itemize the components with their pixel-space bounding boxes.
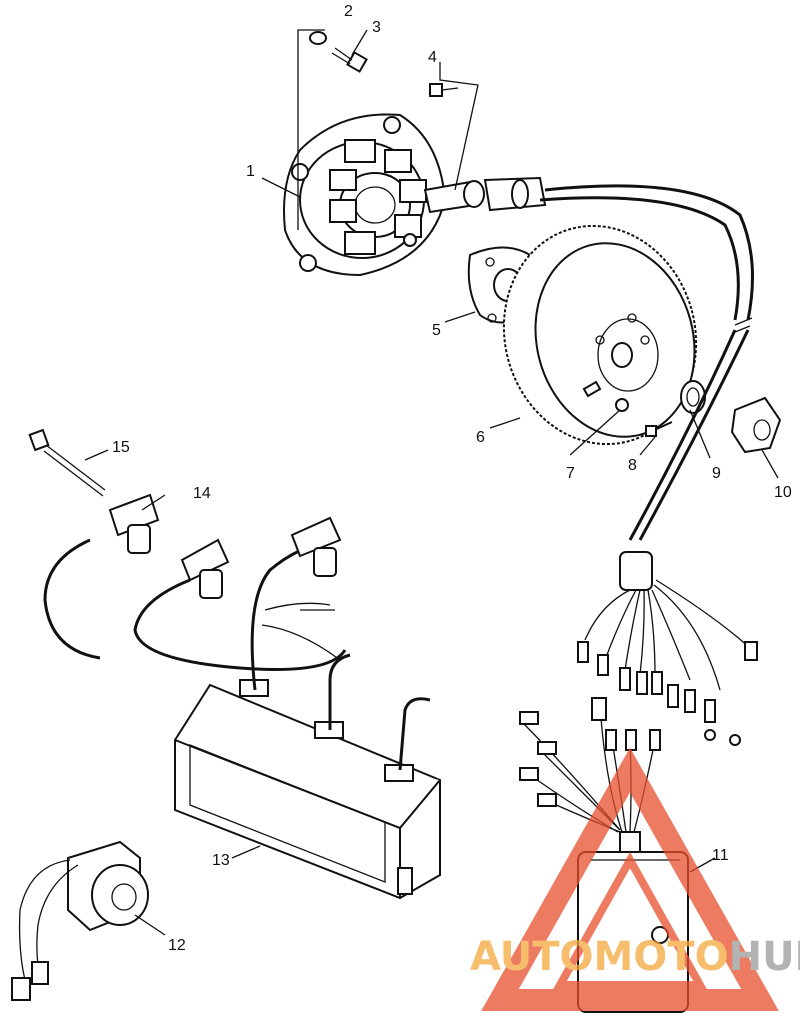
- callout-3: 3: [372, 19, 381, 36]
- flywheel-key: [615, 398, 629, 412]
- connector-bundle: [577, 579, 758, 746]
- watermark-text-auto: AUTOMOTOHUB: [470, 934, 800, 980]
- plug-cap-2: [180, 538, 230, 599]
- cap-screw: [28, 428, 106, 497]
- leader-lines: [84, 29, 779, 936]
- flywheel-bolt: [645, 421, 673, 437]
- flywheel-nut: [730, 396, 782, 454]
- callout-5: 5: [432, 322, 441, 339]
- callout-15: 15: [112, 439, 130, 456]
- starter-solenoid: [11, 840, 149, 1001]
- callout-11: 11: [712, 847, 729, 864]
- callout-14: 14: [193, 485, 211, 502]
- callout-2: 2: [344, 3, 353, 20]
- callout-4: 4: [428, 49, 437, 66]
- screw-4: [429, 83, 459, 97]
- washer: [680, 380, 706, 414]
- callout-13: 13: [212, 852, 230, 869]
- watermark-automoto: AUTOMOTO: [470, 934, 729, 980]
- callout-1: 1: [246, 163, 255, 180]
- callout-7: 7: [566, 465, 575, 482]
- harness-grommet: [619, 551, 653, 591]
- watermark-inner-triangle: [553, 851, 707, 989]
- callout-12: 12: [168, 937, 186, 954]
- harness-break: [734, 317, 753, 333]
- flywheel: [502, 224, 698, 446]
- callout-9: 9: [712, 465, 721, 482]
- callout-10: 10: [774, 484, 792, 501]
- pickup-sleeve: [423, 176, 547, 214]
- plug-cap-3: [290, 516, 342, 577]
- callout-8: 8: [628, 457, 637, 474]
- stator-wire-harness: [539, 184, 754, 321]
- screw-3: [331, 47, 368, 73]
- watermark-hub: HUB: [729, 934, 800, 980]
- washer-2: [309, 31, 327, 45]
- watermark-logo: AUTOMOTOHUB: [470, 747, 800, 1011]
- cdi-module: [577, 851, 689, 1013]
- callout-6: 6: [476, 429, 485, 446]
- lower-harness: [628, 329, 750, 541]
- stator-plate: [283, 113, 447, 277]
- plug-cap-1: [108, 493, 160, 554]
- watermark-triangle: [481, 747, 779, 1011]
